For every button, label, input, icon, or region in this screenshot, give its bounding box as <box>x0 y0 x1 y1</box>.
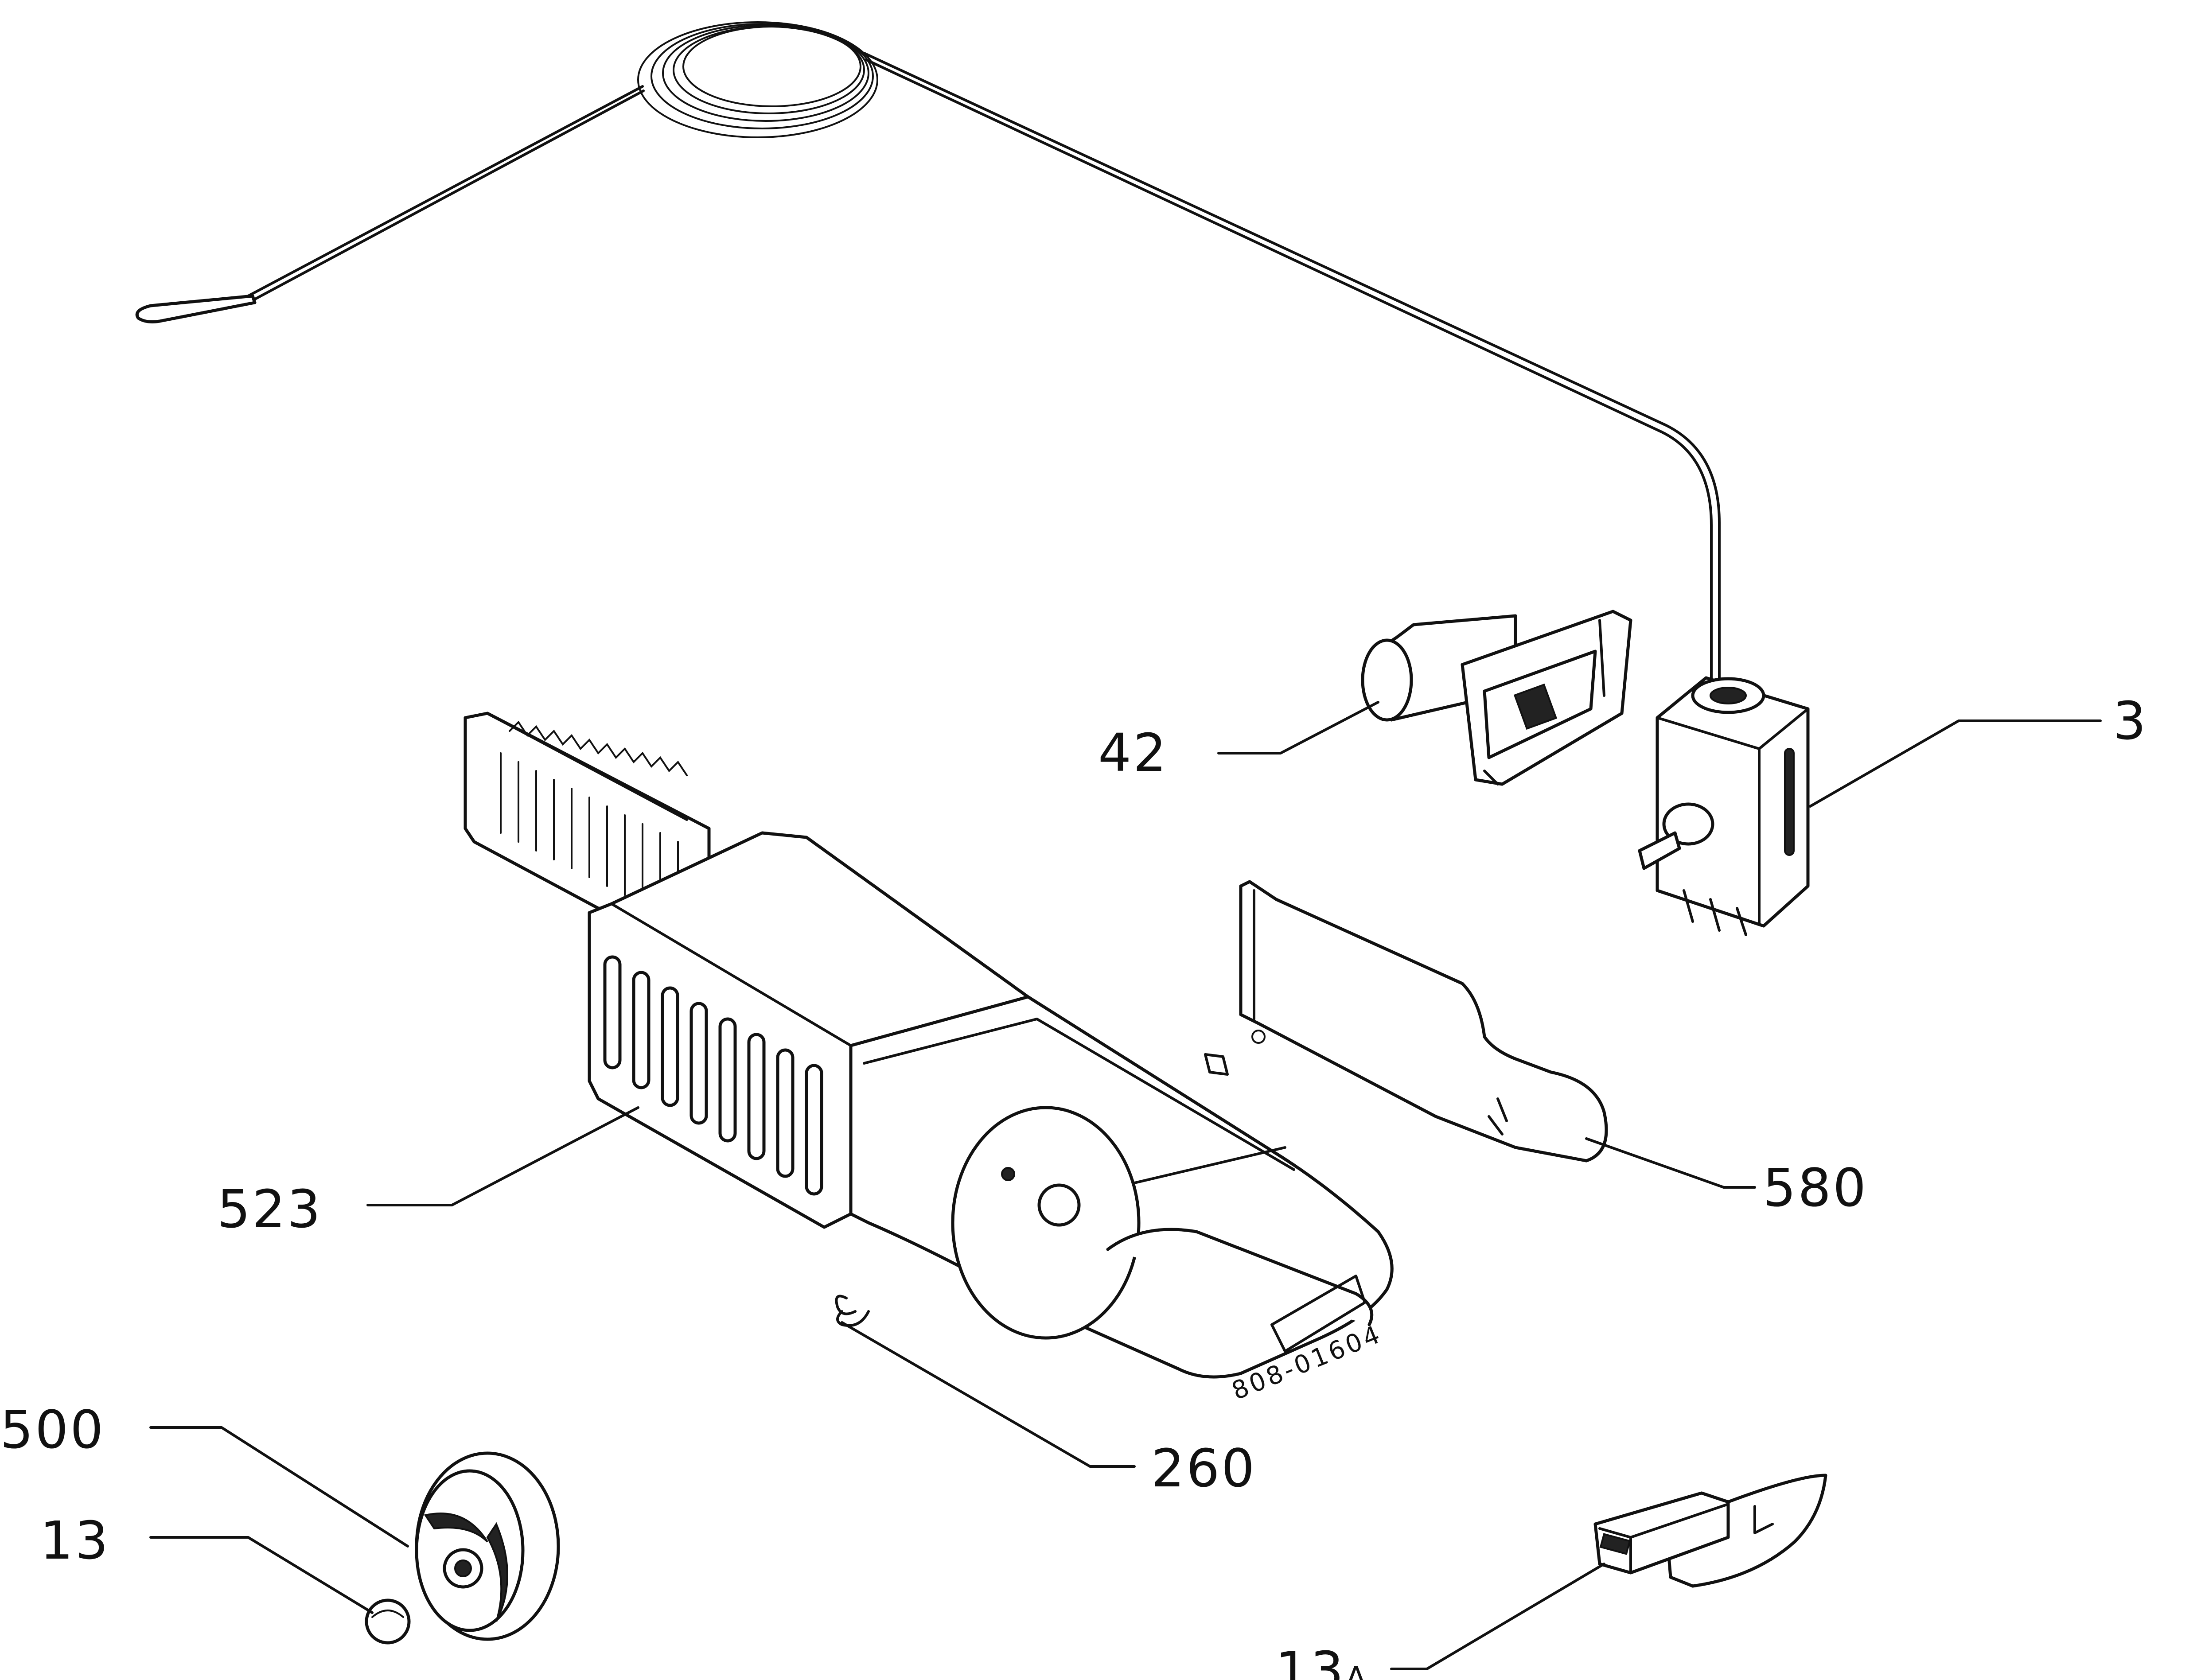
rear-fins <box>500 720 688 905</box>
housing-part-523 <box>464 712 1394 1379</box>
leader-lines <box>149 701 2102 1670</box>
callout-13a: 13A <box>1275 1640 1367 1680</box>
callout-260: 260 <box>1151 1438 1256 1499</box>
lamp-holder-part-42 <box>1361 610 1632 786</box>
clip-part-260 <box>835 1295 870 1327</box>
callout-523: 523 <box>217 1178 322 1240</box>
callout-13: 13 <box>40 1510 110 1571</box>
knob-part-500 <box>415 1451 560 1641</box>
callout-42: 42 <box>1098 722 1168 783</box>
knob-cap-part-13 <box>365 1598 411 1645</box>
cover-plate-part-580 <box>1239 880 1608 1163</box>
thermostat-part-3 <box>1638 676 1810 936</box>
callout-3: 3 <box>2113 690 2148 751</box>
callout-500: 500 <box>0 1399 105 1460</box>
callout-13a-number: 13 <box>1275 1640 1345 1680</box>
slider-button-part-13a <box>1593 1474 1827 1588</box>
front-fins <box>603 955 823 1196</box>
callout-580: 580 <box>1763 1157 1868 1218</box>
callout-13a-suffix: A <box>1345 1660 1367 1680</box>
capillary-tube <box>135 21 1721 692</box>
